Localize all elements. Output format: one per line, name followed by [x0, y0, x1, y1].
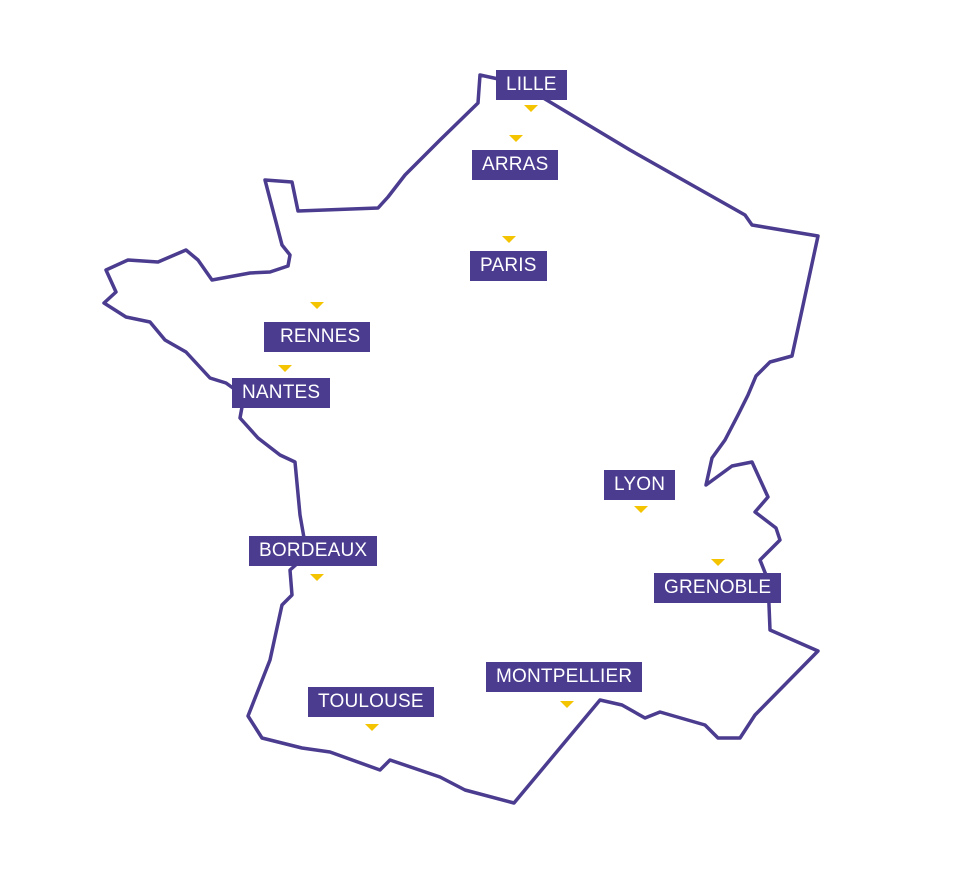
city-label-rennes: RENNES: [264, 322, 371, 352]
city-marker-montpellier: [560, 701, 574, 708]
city-label-arras: ARRAS: [472, 150, 559, 180]
city-label-grenoble: GRENOBLE: [654, 573, 782, 603]
city-label-toulouse: TOULOUSE: [308, 687, 434, 717]
city-marker-arras: [509, 135, 523, 142]
city-marker-toulouse: [365, 724, 379, 731]
city-label-montpellier: MONTPELLIER: [486, 662, 643, 692]
city-label-nantes: NANTES: [232, 378, 331, 408]
city-label-paris: PARIS: [470, 251, 547, 281]
city-marker-lille: [524, 105, 538, 112]
city-label-lyon: LYON: [604, 470, 676, 500]
city-marker-grenoble: [711, 559, 725, 566]
city-label-lille: LILLE: [496, 70, 567, 100]
france-outline: [102, 73, 820, 805]
city-label-bordeaux: BORDEAUX: [249, 536, 378, 566]
city-marker-bordeaux: [310, 574, 324, 581]
city-marker-lyon: [634, 506, 648, 513]
city-marker-nantes: [278, 365, 292, 372]
city-marker-paris: [502, 236, 516, 243]
city-marker-rennes: [310, 302, 324, 309]
